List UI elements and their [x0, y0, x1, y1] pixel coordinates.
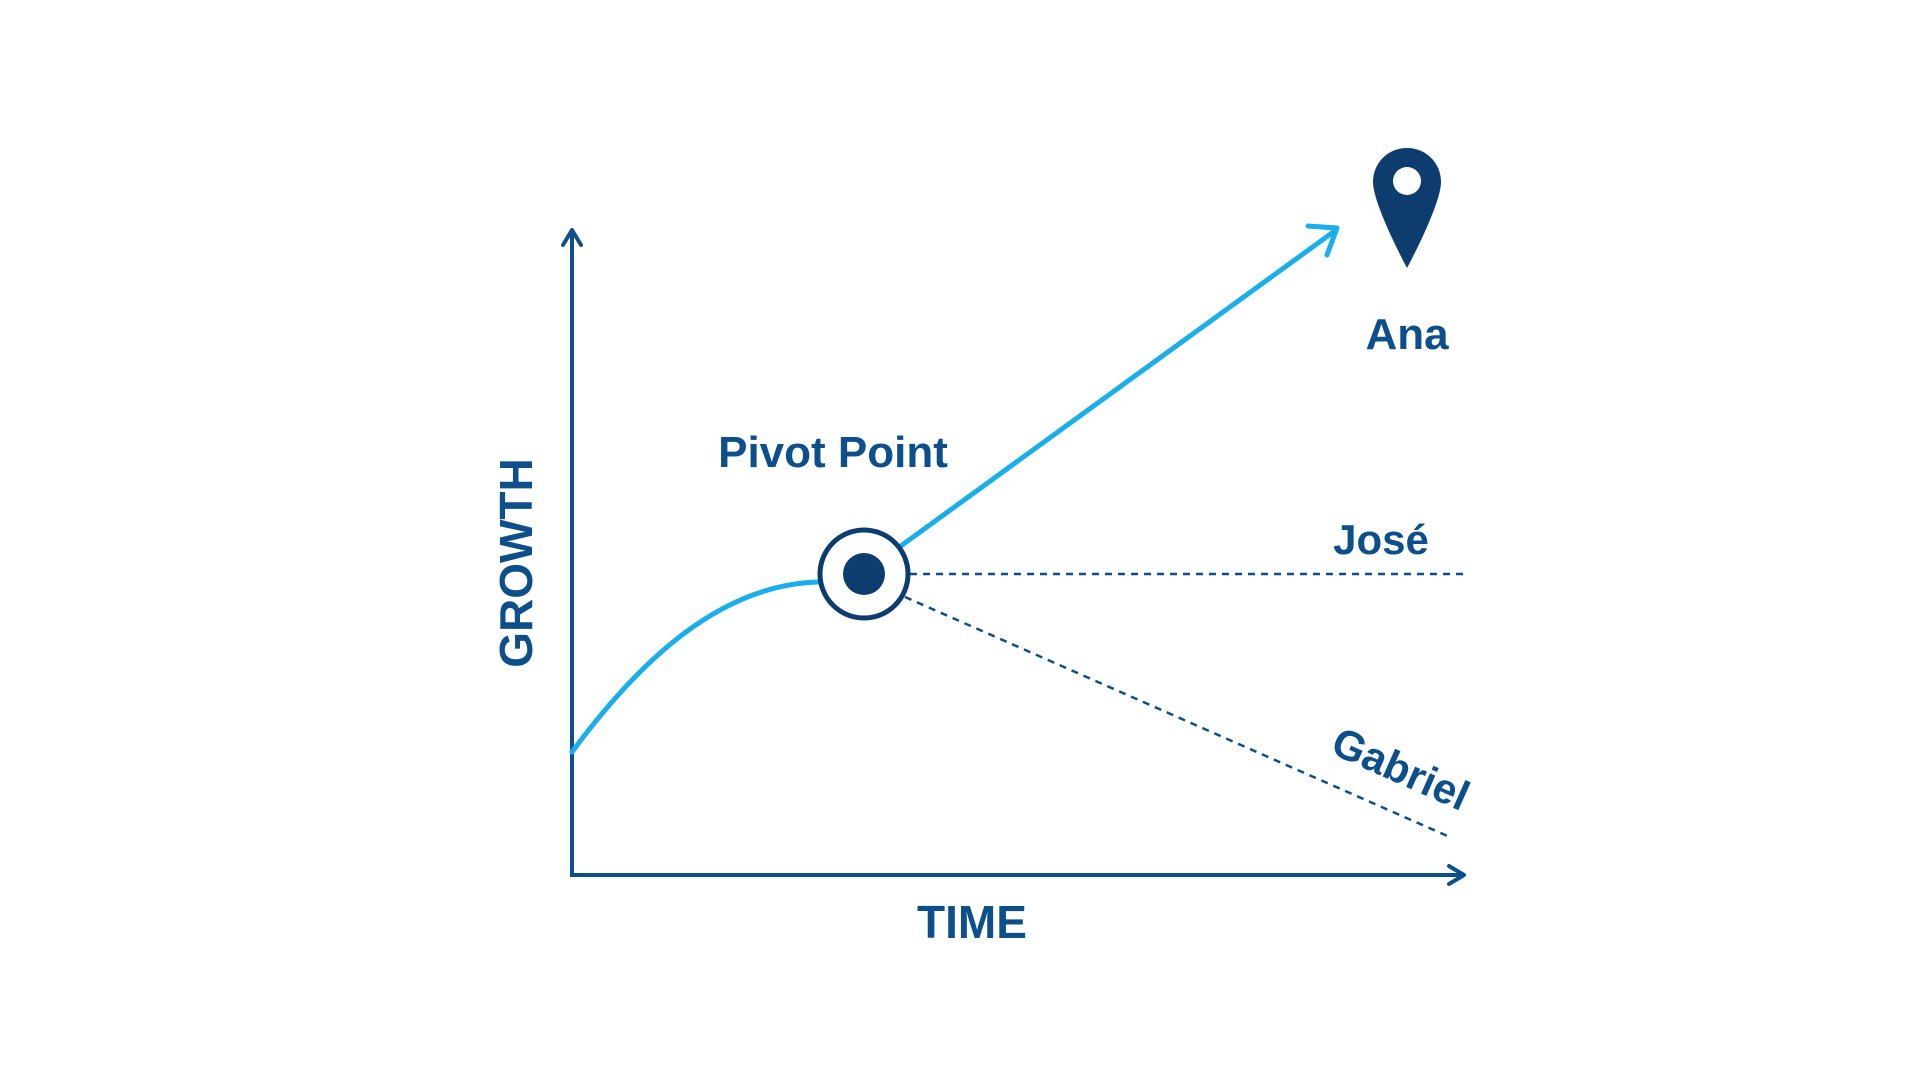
growth-curve: [569, 579, 821, 755]
pivot-point-label: Pivot Point: [718, 428, 948, 477]
location-pin-icon: [1373, 148, 1441, 268]
x-axis: [570, 864, 1466, 886]
x-axis-label: TIME: [917, 896, 1027, 948]
ana-label: Ana: [1365, 310, 1449, 359]
gabriel-path: [904, 595, 1453, 840]
y-axis-label: GROWTH: [490, 458, 542, 668]
gabriel-label: Gabriel: [1325, 718, 1476, 820]
jose-label: José: [1333, 516, 1429, 563]
target-icon: [817, 527, 911, 621]
y-axis: [561, 228, 583, 875]
ana-path: [895, 223, 1340, 551]
